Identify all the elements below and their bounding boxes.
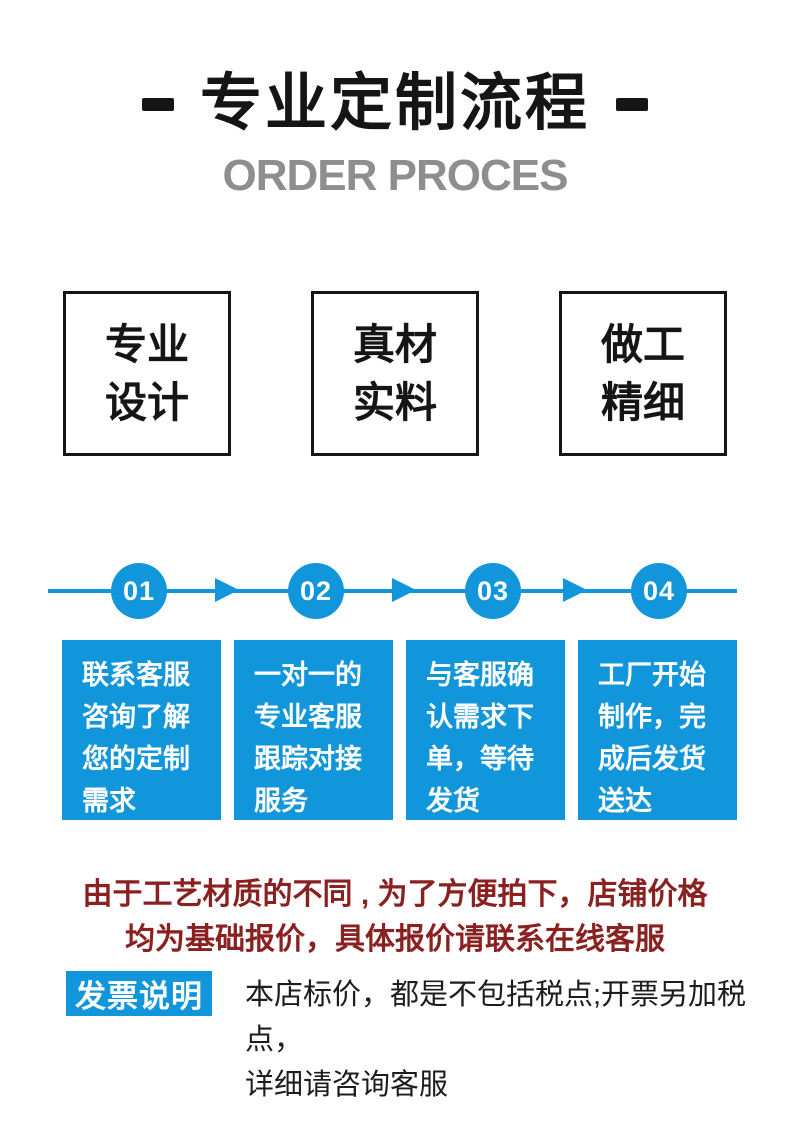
invoice-note: 本店标价，都是不包括税点;开票另加税点， 详细请咨询客服	[245, 971, 756, 1108]
invoice-badge: 发票说明	[66, 971, 212, 1016]
step-text-line: 单，等待	[426, 744, 534, 774]
feature-line: 做工	[600, 320, 685, 368]
step-card-01: 联系客服 咨询了解 您的定制 需求	[62, 640, 221, 820]
invoice-section: 发票说明 本店标价，都是不包括税点;开票另加税点， 详细请咨询客服	[66, 971, 756, 1108]
page-title: 专业定制流程	[0, 66, 790, 142]
feature-line: 专业	[104, 320, 189, 368]
step-text-line: 咨询了解	[82, 702, 190, 732]
title-text: 专业定制流程	[199, 69, 590, 138]
feature-line: 真材	[352, 320, 437, 368]
step-text-line: 一对一的	[254, 660, 362, 690]
step-text-line: 联系客服	[82, 660, 190, 690]
step-card-02: 一对一的 专业客服 跟踪对接 服务	[234, 640, 393, 820]
step-text-line: 跟踪对接	[254, 744, 362, 774]
price-notice: 由于工艺材质的不同 , 为了方便拍下，店铺价格 均为基础报价，具体报价请联系在线…	[0, 872, 790, 962]
step-text-line: 发货	[426, 786, 480, 816]
feature-box-workmanship: 做工 精细	[559, 291, 727, 456]
step-text-line: 与客服确	[426, 660, 534, 690]
feature-line: 实料	[352, 378, 437, 426]
page-subtitle: ORDER PROCES	[222, 151, 569, 200]
price-notice-line2: 均为基础报价，具体报价请联系在线客服	[125, 923, 665, 956]
step-circle-01: 01	[111, 563, 167, 619]
step-circle-02: 02	[288, 563, 344, 619]
step-text-line: 认需求下	[426, 702, 534, 732]
arrow-right-icon	[215, 578, 239, 602]
arrow-right-icon	[392, 578, 416, 602]
feature-line: 设计	[104, 378, 189, 426]
invoice-note-line1: 本店标价，都是不包括税点;开票另加税点，	[245, 979, 747, 1056]
step-text-line: 成后发货	[598, 744, 706, 774]
invoice-note-line2: 详细请咨询客服	[245, 1069, 449, 1101]
feature-boxes: 专业 设计 真材 实料 做工 精细	[63, 291, 727, 456]
feature-line: 精细	[600, 378, 685, 426]
step-card-04: 工厂开始 制作，完 成后发货 送达	[578, 640, 737, 820]
process-step-cards: 联系客服 咨询了解 您的定制 需求 一对一的 专业客服 跟踪对接 服务 与客服确…	[62, 640, 737, 820]
step-circle-04: 04	[631, 563, 687, 619]
arrow-right-icon	[563, 578, 587, 602]
step-text-line: 专业客服	[254, 702, 362, 732]
step-text-line: 送达	[598, 786, 652, 816]
title-dash-right-icon	[616, 97, 648, 111]
step-text-line: 制作，完	[598, 702, 706, 732]
process-timeline: 01 02 03 04	[48, 563, 737, 619]
step-text-line: 工厂开始	[598, 660, 706, 690]
feature-box-design: 专业 设计	[63, 291, 231, 456]
title-dash-left-icon	[141, 97, 174, 111]
step-text-line: 服务	[254, 786, 308, 816]
feature-box-materials: 真材 实料	[311, 291, 479, 456]
step-text-line: 需求	[82, 786, 136, 816]
price-notice-line1: 由于工艺材质的不同 , 为了方便拍下，店铺价格	[82, 878, 708, 911]
step-text-line: 您的定制	[82, 744, 190, 774]
step-card-03: 与客服确 认需求下 单，等待 发货	[406, 640, 565, 820]
step-circle-03: 03	[465, 563, 521, 619]
